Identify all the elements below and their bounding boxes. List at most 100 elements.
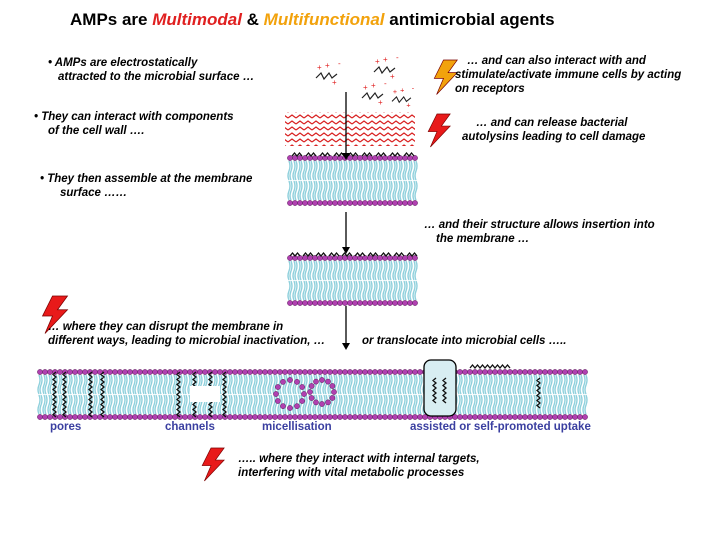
down-arrow-icon	[342, 212, 350, 254]
peptide-icon	[361, 151, 373, 158]
note-line: … where they can disrupt the membrane in	[48, 321, 284, 333]
title-multimodal: Multimodal	[152, 10, 242, 29]
title-middle: &	[241, 10, 264, 29]
peptide-icon: +++-	[361, 79, 387, 107]
peptide-icon	[305, 151, 317, 158]
peptide-icon	[315, 251, 327, 258]
peptide-icon	[375, 151, 387, 158]
svg-text:+: +	[371, 81, 376, 90]
peptide-icon: +++-	[315, 59, 341, 87]
peptide-icon	[87, 371, 94, 418]
peptide-icon	[302, 251, 314, 258]
note-line: surface ……	[60, 187, 128, 199]
peptide-icon	[291, 151, 303, 158]
peptide-icon	[441, 377, 448, 404]
peptide-icon	[347, 151, 359, 158]
cell-wall	[285, 112, 415, 146]
peptides-group: +++-+++-+++-+++-	[315, 53, 415, 110]
peptide-icon	[61, 371, 68, 418]
note-line: the membrane …	[436, 233, 530, 245]
peptide-icon	[393, 251, 405, 258]
peptide-icon	[328, 251, 340, 258]
membranes-group	[37, 151, 588, 420]
peptide-icon	[51, 371, 58, 418]
lightning-bolt-icon	[201, 447, 225, 482]
down-arrow-icon	[342, 92, 350, 160]
note-line: different ways, leading to microbial ina…	[48, 335, 326, 347]
peptide-icon	[403, 151, 415, 158]
title-prefix: AMPs are	[70, 10, 153, 29]
note-cell-wall: • They can interact with components of t…	[34, 110, 234, 138]
note-insertion: … and their structure allows insertion i…	[424, 218, 655, 246]
disruption-group	[51, 359, 542, 418]
svg-text:+: +	[400, 85, 404, 94]
note-line: ….. where they interact with internal ta…	[238, 453, 480, 465]
svg-text:-: -	[338, 59, 341, 68]
peptide-icon	[535, 377, 542, 409]
note-disrupt: … where they can disrupt the membrane in…	[48, 320, 325, 348]
label-channels: channels	[165, 421, 215, 433]
peptide-icon: +++-	[373, 53, 399, 81]
svg-text:+: +	[317, 63, 322, 72]
title-multifunctional: Multifunctional	[263, 10, 385, 29]
title-suffix: antimicrobial agents	[384, 10, 555, 29]
note-line: … and their structure allows insertion i…	[424, 219, 655, 231]
lipid-bilayer	[287, 155, 418, 206]
arrows-group	[342, 92, 350, 350]
note-line: interfering with vital metabolic process…	[238, 467, 465, 479]
peptide-icon	[380, 251, 392, 258]
note-line: on receptors	[455, 83, 525, 95]
note-line: autolysins leading to cell damage	[462, 131, 646, 143]
peptide-icon	[469, 363, 511, 370]
peptide-icon	[341, 251, 353, 258]
note-electrostatic: • AMPs are electrostatically attracted t…	[48, 56, 254, 84]
note-translocate: or translocate into microbial cells …..	[362, 335, 567, 347]
channel-gap	[190, 386, 220, 402]
lightning-group	[41, 59, 459, 482]
lightning-bolt-icon	[433, 59, 459, 95]
peptide-icon	[333, 151, 345, 158]
note-line: … and can release bacterial	[476, 117, 628, 129]
svg-text:+: +	[378, 98, 383, 107]
note-line: … and can also interact with and	[467, 55, 646, 67]
peptide-icon	[431, 377, 438, 404]
svg-text:-: -	[396, 53, 399, 62]
svg-text:+: +	[393, 87, 397, 96]
down-arrow-icon	[342, 306, 350, 350]
peptide-icon	[221, 371, 228, 418]
label-pores: pores	[50, 421, 82, 433]
note-line: • AMPs are electrostatically	[48, 57, 198, 69]
note-assemble: • They then assemble at the membrane sur…	[40, 172, 252, 200]
note-line: • They can interact with components	[34, 111, 234, 123]
peptide-icon	[389, 151, 401, 158]
peptide-icon: +++-	[391, 84, 415, 110]
micelle	[273, 377, 307, 411]
svg-text:+: +	[383, 55, 388, 64]
page-title: AMPs are Multimodal & Multifunctional an…	[70, 10, 555, 30]
note-internal-targets: ….. where they interact with internal ta…	[238, 452, 480, 480]
note-line: stimulate/activate immune cells by actin…	[455, 69, 682, 81]
svg-text:+: +	[363, 83, 368, 92]
peptide-icon	[175, 371, 182, 418]
svg-text:+: +	[332, 78, 337, 87]
svg-text:+: +	[325, 61, 330, 70]
svg-text:-: -	[412, 84, 415, 93]
svg-text:-: -	[384, 79, 387, 88]
note-line: of the cell wall ….	[48, 125, 145, 137]
note-autolysins: … and can release bacterial autolysins l…	[462, 116, 645, 144]
peptide-icon	[367, 251, 379, 258]
uptake-transporter	[423, 359, 457, 417]
lightning-bolt-icon	[41, 295, 69, 334]
svg-text:+: +	[390, 72, 395, 81]
peptide-icon	[289, 251, 301, 258]
label-uptake: assisted or self-promoted uptake	[410, 421, 591, 433]
peptide-icon	[354, 251, 366, 258]
lipid-bilayer	[287, 255, 418, 306]
micelle	[307, 377, 337, 407]
peptide-icon	[99, 371, 106, 418]
peptide-icon	[319, 151, 331, 158]
label-micellisation: micellisation	[262, 421, 332, 433]
peptide-icon	[406, 251, 418, 258]
svg-text:+: +	[406, 101, 410, 110]
